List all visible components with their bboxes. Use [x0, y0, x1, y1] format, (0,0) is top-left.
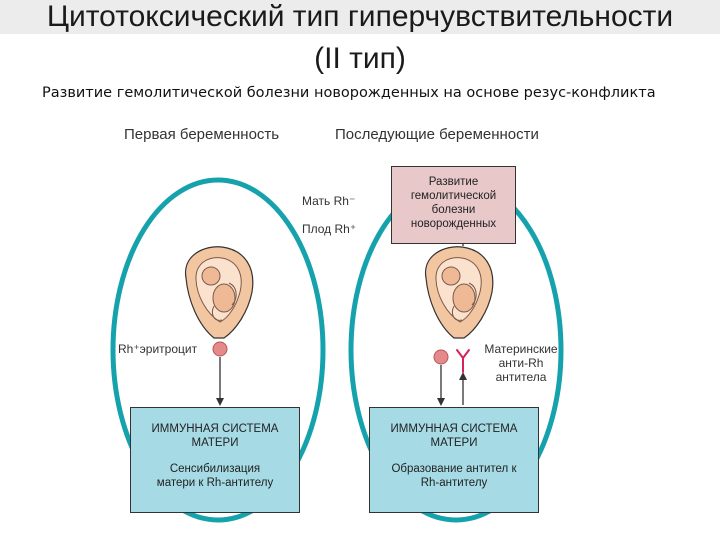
page-subtitle: Развитие гемолитической болезни новорожд…: [42, 85, 656, 101]
uterus-fetus-left-icon: [185, 246, 254, 339]
immune-box-right: ИММУННАЯ СИСТЕМА МАТЕРИ Образование анти…: [369, 407, 539, 513]
immune-left-desc-line1: Сенсибилизация: [169, 463, 261, 475]
column-heading-next: Последующие беременности: [335, 126, 539, 143]
immune-right-title: ИММУННАЯ СИСТЕМА МАТЕРИ: [370, 422, 538, 450]
rh-erythrocyte-right: [433, 349, 449, 365]
legend-fetus: Плод Rh⁺: [302, 222, 357, 236]
immune-right-desc-line1: Образование антител к: [391, 463, 517, 475]
disease-line1: Развитие: [428, 176, 479, 188]
label-rh-erythrocyte: Rh⁺эритроцит: [118, 342, 198, 356]
page-title-line2: (II тип): [314, 42, 406, 75]
disease-line4: новорожденных: [410, 218, 497, 230]
oval-first-pregnancy: [110, 177, 326, 523]
immune-left-title-line2: МАТЕРИ: [191, 437, 239, 449]
immune-left-desc-line2: матери к Rh-антителу: [156, 477, 274, 489]
title-bar: [0, 0, 720, 34]
antibody-icon: [456, 349, 470, 373]
disease-box: Развитие гемолитической болезни новорожд…: [391, 166, 516, 244]
legend-mother: Мать Rh⁻: [302, 194, 356, 208]
label-antibodies-line1: Материнские: [484, 342, 558, 356]
immune-right-title-line2: МАТЕРИ: [430, 437, 478, 449]
immune-left-title-line1: ИММУННАЯ СИСТЕМА: [151, 423, 279, 435]
immune-right-title-line1: ИММУННАЯ СИСТЕМА: [390, 423, 518, 435]
immune-left-desc: Сенсибилизация матери к Rh-антителу: [131, 462, 299, 490]
label-antibodies-line2: анти-Rh: [498, 356, 544, 370]
label-antibodies-line3: антитела: [495, 370, 547, 384]
immune-left-title: ИММУННАЯ СИСТЕМА МАТЕРИ: [131, 422, 299, 450]
disease-line3: болезни: [431, 204, 476, 216]
immune-right-desc: Образование антител к Rh-антителу: [370, 462, 538, 490]
uterus-fetus-right-icon: [425, 246, 494, 339]
page-title-line1: Цитотоксический тип гиперчувствительност…: [46, 0, 674, 33]
immune-right-desc-line2: Rh-антителу: [420, 477, 488, 489]
column-heading-first: Первая беременность: [124, 126, 280, 143]
rh-erythrocyte-left: [212, 341, 228, 357]
immune-box-left: ИММУННАЯ СИСТЕМА МАТЕРИ Сенсибилизация м…: [130, 407, 300, 513]
disease-line2: гемолитической: [410, 190, 497, 202]
label-antibodies: Материнские анти-Rh антитела: [481, 342, 561, 384]
